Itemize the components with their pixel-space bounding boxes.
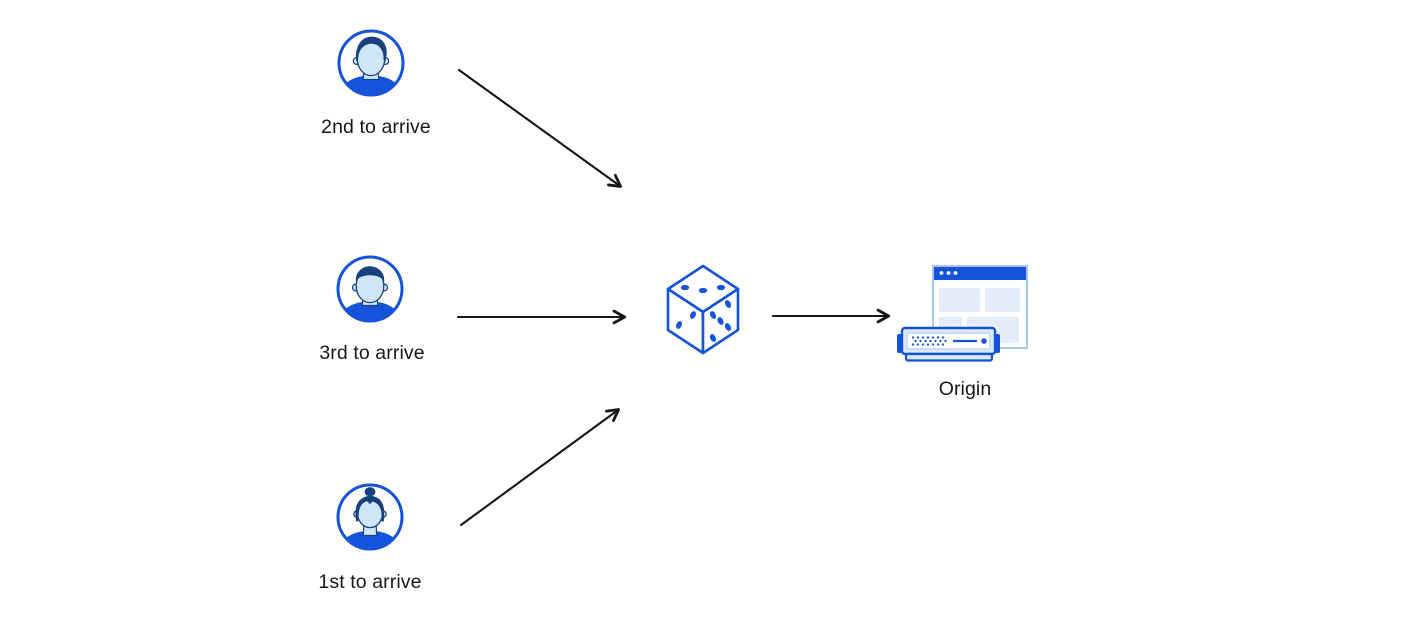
server-unit [897,326,1000,362]
node-label-3rd-to-arrive: 3rd to arrive [319,342,425,364]
server-base [904,352,994,362]
dice-icon [666,264,740,355]
origin-server-icon [897,265,1028,362]
node-label-2nd-to-arrive: 2nd to arrive [321,116,431,138]
arrow-visitor-1st-to-randomizer [459,408,620,527]
male-avatar-short-hair-icon [336,255,404,323]
edge-arrows [456,68,891,527]
node-label-1st-to-arrive: 1st to arrive [318,571,422,593]
female-avatar-bun-icon [336,483,404,551]
node-label-origin: Origin [938,378,992,400]
arrow-visitor-2nd-to-randomizer [457,68,622,188]
server-vent-dots [911,336,947,346]
server-led [981,338,987,344]
male-avatar-quiff-icon [337,29,405,97]
